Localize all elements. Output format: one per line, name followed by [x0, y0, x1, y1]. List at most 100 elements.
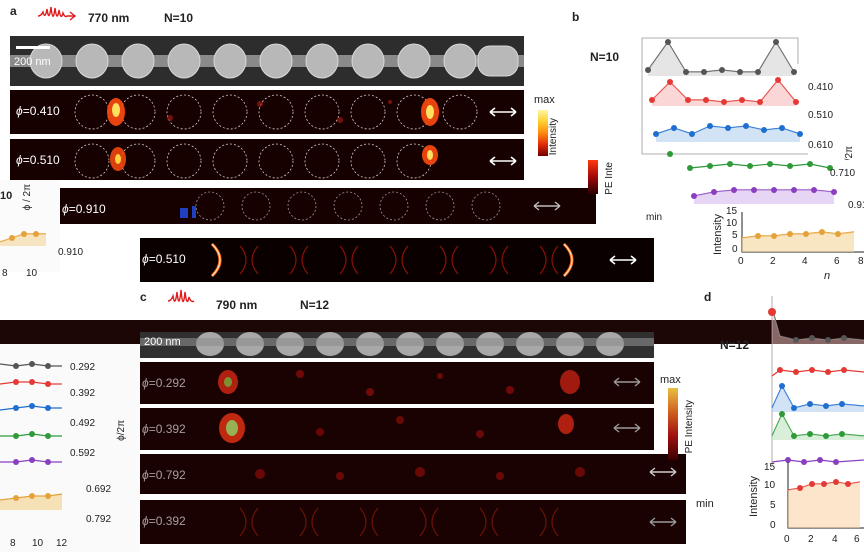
- phi-tick-b-0910: 0.910: [848, 200, 864, 211]
- phi-label-a3: ϕ=0.910: [62, 202, 106, 216]
- pe-strip-a3: ϕ=0.910: [60, 188, 596, 224]
- y-tick-d-5: 5: [770, 500, 776, 511]
- x-tick-b-0: 0: [738, 256, 744, 267]
- y-tick-b-0: 0: [732, 244, 738, 255]
- axes-d-2d: [787, 462, 864, 529]
- phi-tick-b-0410: 0.410: [808, 82, 834, 93]
- sem-image-c: 200 nm: [140, 332, 654, 358]
- fragment-d-series: [0, 361, 63, 510]
- n-label-c: N=12: [300, 298, 330, 312]
- colorbar-a-title: Intensity: [548, 118, 559, 156]
- polarization-arrow-a3: [533, 201, 561, 211]
- fragment-b-xtick-10: 10: [26, 268, 38, 279]
- polarization-arrow-c1: [613, 377, 641, 387]
- x-tick-d-6: 6: [854, 534, 860, 545]
- panel-a-letter: a: [10, 4, 17, 18]
- panel-d-letter: d: [704, 290, 712, 304]
- pe-strip-a2: ϕ=0.510: [10, 139, 524, 183]
- sim-strip-a: ϕ=0.510: [140, 238, 654, 282]
- x-tick-b-8: 8: [858, 256, 864, 267]
- y-axis-d: Intensity: [748, 476, 760, 517]
- sem-image-a: 200 nm: [10, 36, 524, 86]
- fragment-b-xtick-8: 8: [2, 268, 8, 279]
- phi-tick-b-0510: 0.510: [808, 110, 834, 121]
- series-b-blue: [653, 123, 803, 142]
- colorbar-b: [588, 160, 598, 194]
- fragment-b-tick-0910: 0.910: [58, 247, 84, 258]
- polarization-arrow-c3: [649, 467, 677, 477]
- wavelength-label-a: 770 nm: [88, 11, 130, 25]
- n-label-d: N=12: [720, 338, 750, 352]
- phi-tick-d-0692: 0.692: [86, 484, 112, 495]
- polarization-arrow-c2: [613, 423, 641, 433]
- pulse-icon-c: [167, 289, 195, 303]
- phi-label-sim-c: ϕ=0.392: [142, 514, 186, 528]
- pe-map-c2: [219, 413, 574, 443]
- phi-tick-d-0792: 0.792: [86, 514, 112, 525]
- series-b-green-purple: [687, 161, 837, 204]
- phi-label-a2: ϕ=0.510: [16, 153, 60, 167]
- colorbar-c-title: PE Intensity: [684, 400, 695, 454]
- y-tick-b-15: 15: [726, 206, 738, 217]
- colorbar-a-max: max: [534, 94, 555, 106]
- fragment-d-left: 0.292 0.392 0.492 0.592 0.692 0.792 ϕ/2π…: [0, 344, 140, 552]
- pe-strip-c2: ϕ=0.392: [140, 408, 654, 450]
- phi-tick-b-0610: 0.610: [808, 140, 834, 151]
- y-tick-d-10: 10: [764, 480, 776, 491]
- pe-strip-a1: ϕ=0.410: [10, 90, 524, 134]
- phi-tick-d-0592: 0.592: [70, 448, 96, 459]
- panel-b-lower: 0.710 0.910 Intensity 15 10 5 0 0 2 4 6 …: [680, 160, 864, 290]
- colorbar-c-min: min: [696, 498, 714, 510]
- pe-map-a3: [180, 191, 501, 221]
- polarization-arrow-sim-a: [609, 255, 637, 265]
- series-b-gray: [645, 39, 797, 76]
- x-tick-d-left-12: 12: [56, 538, 68, 549]
- colorbar-b-min: min: [646, 212, 663, 223]
- y-tick-b-5: 5: [732, 230, 738, 241]
- colorbar-b-title: PE Inte: [604, 162, 615, 195]
- y-axis-b: Intensity: [712, 214, 724, 255]
- phi-label-a1: ϕ=0.410: [16, 104, 60, 118]
- x-tick-b-4: 4: [802, 256, 808, 267]
- series-b-red: [649, 77, 799, 106]
- phi-label-c3: ϕ=0.792: [142, 468, 186, 482]
- sim-strip-c: ϕ=0.392: [140, 500, 686, 544]
- polarization-arrow-a2: [489, 156, 517, 166]
- pe-map-a1: [74, 94, 478, 130]
- phi-label-sim-a: ϕ=0.510: [142, 252, 186, 266]
- colorbar-c: [668, 388, 678, 460]
- pe-strip-c1: ϕ=0.292: [140, 362, 654, 404]
- sem-chain-a: [10, 43, 524, 79]
- y-tick-d-15: 15: [764, 462, 776, 473]
- phi-tick-d-0392: 0.392: [70, 388, 96, 399]
- pe-map-c1: [218, 370, 580, 396]
- x-tick-b-2: 2: [770, 256, 776, 267]
- y-tick-d-0: 0: [770, 520, 776, 531]
- waterfall-d: [768, 296, 864, 466]
- x-tick-d-left-10: 10: [32, 538, 44, 549]
- x-tick-d-4: 4: [832, 534, 838, 545]
- phi-label-c2: ϕ=0.392: [142, 422, 186, 436]
- phi-label-c1: ϕ=0.292: [142, 376, 186, 390]
- waterfall-b: [641, 37, 808, 157]
- scale-bar-label-a: 200 nm: [14, 56, 51, 68]
- x-tick-d-2: 2: [808, 534, 814, 545]
- phi-tick-d-0292: 0.292: [70, 362, 96, 373]
- colorbar-a: [538, 110, 548, 156]
- x-tick-b-6: 6: [834, 256, 840, 267]
- panel-c-letter: c: [140, 290, 147, 304]
- y-tick-b-10: 10: [726, 218, 738, 229]
- axes-b-2d: [741, 212, 864, 253]
- fragment-b-n: 10: [0, 190, 13, 202]
- n-label-b: N=10: [590, 50, 620, 64]
- n-label-a: N=10: [164, 11, 194, 25]
- phi-axis-d: ϕ/2π: [116, 420, 127, 441]
- polarization-arrow-a1: [489, 107, 517, 117]
- x-tick-d-0: 0: [784, 534, 790, 545]
- sim-map-c: [239, 507, 559, 537]
- pe-map-a2: [74, 143, 438, 179]
- sim-map-a: [210, 242, 574, 278]
- pe-map-c3: [255, 467, 585, 480]
- scale-bar-label-c: 200 nm: [144, 336, 181, 348]
- fragment-b-left: 10 ϕ / 2π: [0, 180, 60, 272]
